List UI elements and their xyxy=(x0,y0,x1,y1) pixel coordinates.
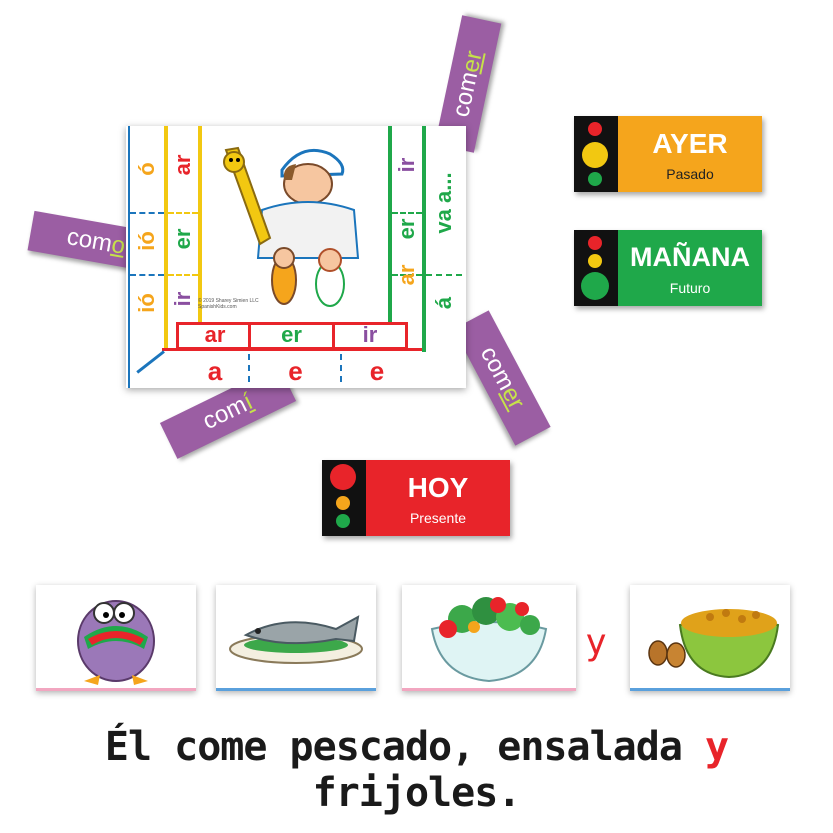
example-sentence: Él come pescado, ensalada y frijoles. xyxy=(0,724,833,816)
present-ending-e: e xyxy=(369,356,385,386)
blue-diagonal xyxy=(136,350,165,374)
strip-stem: com xyxy=(447,69,484,120)
present-ending-ir: ir xyxy=(362,322,378,347)
time-card-hoy[interactable]: HOY Presente xyxy=(322,460,510,536)
infinitive-ar: ar xyxy=(170,154,195,176)
copyright-text: © 2019 Sharey Simien LLC SpanishKids.com xyxy=(198,298,259,310)
ending-o: ó xyxy=(134,162,159,176)
blue-guide-line xyxy=(128,126,130,388)
monster-eating-watermelon-icon xyxy=(77,600,155,685)
sentence-conjunction: y xyxy=(705,724,729,770)
green-guide-line xyxy=(388,126,392,322)
dashed-divider xyxy=(168,212,198,214)
dashed-divider xyxy=(392,212,422,214)
card-accent-line xyxy=(36,688,196,691)
yellow-guide-line xyxy=(164,126,168,348)
infinitive-ar: ar xyxy=(394,264,419,286)
traffic-light-icon xyxy=(574,116,618,192)
row-divider xyxy=(162,348,422,351)
picture-card-pescado[interactable] xyxy=(216,585,376,691)
conjugation-board[interactable]: ó ió ió ar er ir © 2019 Sharey Simien LL… xyxy=(126,126,466,388)
dashed-divider xyxy=(130,274,164,276)
infinitive-ir: ir xyxy=(394,157,419,173)
time-word: HOY xyxy=(407,472,469,503)
conjunction-y: y xyxy=(585,622,607,663)
baseball-kid-illustration xyxy=(212,140,384,310)
dashed-divider xyxy=(426,274,462,276)
time-subtitle: Pasado xyxy=(666,166,714,182)
time-word: MAÑANA xyxy=(630,242,750,272)
future-ending-a: á xyxy=(431,296,456,310)
time-card-manana[interactable]: MAÑANA Futuro xyxy=(574,230,762,306)
time-word: AYER xyxy=(652,128,728,159)
card-accent-line xyxy=(216,688,376,691)
fish-plate-icon xyxy=(229,615,363,664)
salad-bowl-icon xyxy=(430,597,548,683)
yellow-guide-line xyxy=(198,126,202,322)
present-ending-ar: ar xyxy=(204,322,226,347)
dashed-divider xyxy=(130,212,164,214)
card-accent-line xyxy=(630,688,790,691)
ending-io: ió xyxy=(134,293,159,313)
present-ending-a: a xyxy=(207,356,223,386)
strip-stem: com xyxy=(64,223,115,258)
traffic-light-icon xyxy=(322,460,366,536)
present-ending-er: er xyxy=(281,322,302,347)
green-guide-line xyxy=(422,126,426,352)
traffic-light-icon xyxy=(574,230,618,306)
present-ending-e: e xyxy=(288,356,303,386)
dashed-divider xyxy=(168,274,198,276)
beans-bowl-icon xyxy=(648,609,780,679)
row-divider xyxy=(248,322,251,350)
infinitive-er: er xyxy=(170,228,195,250)
card-accent-line xyxy=(402,688,576,691)
sentence-part2: frijoles. xyxy=(312,770,522,816)
infinitive-ir: ir xyxy=(170,291,195,307)
picture-card-ensalada[interactable] xyxy=(402,585,576,691)
dashed-divider xyxy=(340,354,342,382)
dashed-divider xyxy=(392,274,422,276)
dashed-divider xyxy=(248,354,250,382)
time-card-ayer[interactable]: AYER Pasado xyxy=(574,116,762,192)
picture-card-el[interactable] xyxy=(36,585,196,691)
ending-io: ió xyxy=(134,231,159,251)
row-divider xyxy=(332,322,335,350)
future-va-a: va a... xyxy=(431,172,456,234)
infinitive-er: er xyxy=(394,218,419,240)
picture-card-frijoles[interactable] xyxy=(630,585,790,691)
time-subtitle: Futuro xyxy=(669,280,711,296)
sentence-part1: Él come pescado, ensalada xyxy=(104,724,706,770)
time-subtitle: Presente xyxy=(409,510,467,526)
